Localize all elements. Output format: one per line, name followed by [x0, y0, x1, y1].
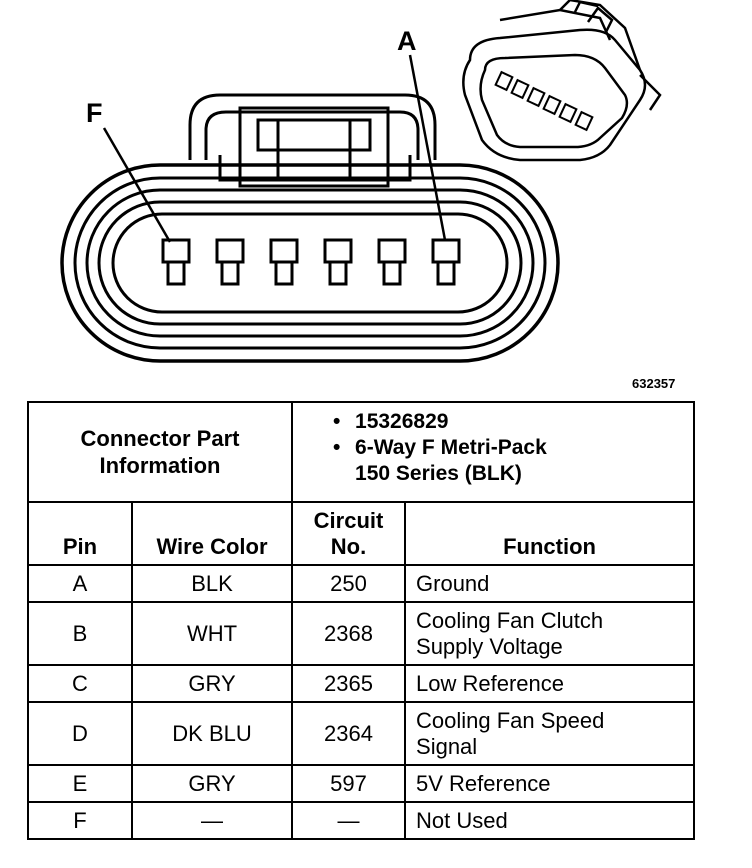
terminal-cavity-f	[161, 238, 191, 286]
part-number-item: 15326829	[333, 409, 693, 435]
pin-cell: C	[27, 664, 133, 703]
terminal-cavity-a	[431, 238, 461, 286]
callout-label-a: A	[397, 26, 417, 56]
pin-cell: E	[27, 764, 133, 803]
callout-line-f	[102, 127, 172, 243]
pin-cell: D	[27, 701, 133, 766]
connector-housing-top	[188, 93, 437, 160]
table-row: F——Not Used	[27, 801, 696, 840]
pin-cell: F	[27, 801, 133, 840]
connector-3d-view	[462, 0, 662, 162]
connector-outer-shell	[60, 163, 560, 363]
header-circuit-no: Circuit No.	[291, 501, 407, 566]
connector-pinout-table: Connector Part Information 15326829 6-Wa…	[26, 401, 696, 840]
header-wire-color: Wire Color	[130, 501, 294, 566]
wire-color-cell: GRY	[130, 664, 294, 703]
figure-number: 632357	[632, 376, 676, 391]
callout-line-a	[408, 54, 447, 241]
circuit-cell: 597	[291, 764, 407, 803]
function-cell: Ground	[404, 564, 696, 603]
wire-color-cell: GRY	[130, 764, 294, 803]
wire-color-cell: DK BLU	[130, 701, 294, 766]
callout-label-f: F	[86, 98, 103, 128]
header-function: Function	[404, 501, 696, 566]
function-cell: 5V Reference	[404, 764, 696, 803]
circuit-cell: 250	[291, 564, 407, 603]
header-pin: Pin	[27, 501, 133, 566]
wire-color-cell: WHT	[130, 601, 294, 666]
wire-color-cell: —	[130, 801, 294, 840]
circuit-cell: 2365	[291, 664, 407, 703]
locking-tab	[238, 106, 390, 188]
function-cell: Not Used	[404, 801, 696, 840]
wire-color-cell: BLK	[130, 564, 294, 603]
terminal-cavity-d	[269, 238, 299, 286]
pin-cell: A	[27, 564, 133, 603]
circuit-cell: 2364	[291, 701, 407, 766]
connector-part-info-label: Connector Part Information	[26, 401, 294, 503]
connector-diagram: F A	[60, 0, 662, 363]
terminal-cavity-e	[215, 238, 245, 286]
terminal-cavities	[161, 238, 461, 286]
terminal-cavity-b	[377, 238, 407, 286]
function-cell: Low Reference	[404, 664, 696, 703]
terminal-cavity-c	[323, 238, 353, 286]
connector-inner-face	[97, 200, 523, 326]
circuit-cell: —	[291, 801, 407, 840]
circuit-cell: 2368	[291, 601, 407, 666]
pin-cell: B	[27, 601, 133, 666]
